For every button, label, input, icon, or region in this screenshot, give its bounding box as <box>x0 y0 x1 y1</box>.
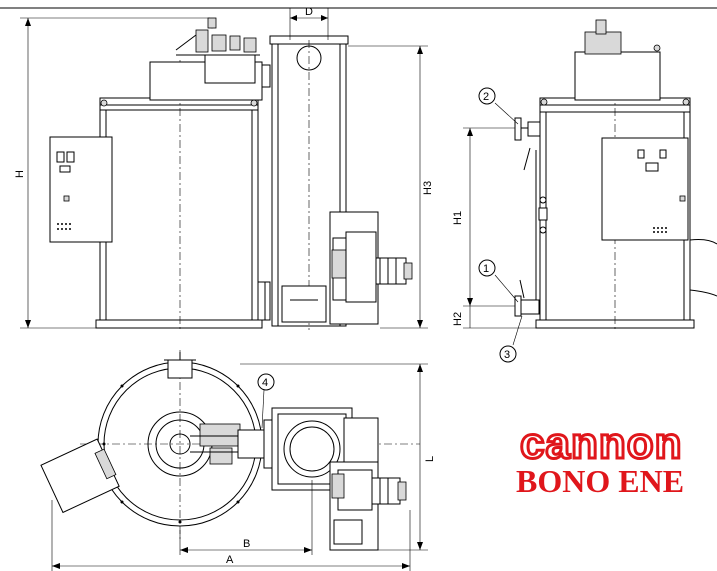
brand-subtitle: BONO ENE <box>516 463 684 499</box>
svg-text:2: 2 <box>483 91 489 103</box>
dim-h: H <box>14 170 26 178</box>
plan-view: 4 L B A <box>40 350 436 571</box>
callout-3 <box>499 345 517 363</box>
dim-h1: H1 <box>452 211 464 225</box>
dim-h2: H2 <box>452 312 464 326</box>
side-view: H1 H2 2 1 3 <box>452 19 717 363</box>
svg-text:4: 4 <box>262 377 268 389</box>
svg-text:3: 3 <box>504 349 510 361</box>
dim-l: L <box>424 456 436 462</box>
brand-logo-text: cannon <box>520 419 682 468</box>
front-view: H <box>14 6 434 330</box>
dim-d: D <box>305 6 313 18</box>
callout-1 <box>478 259 496 277</box>
svg-text:1: 1 <box>483 263 489 275</box>
dim-b: B <box>243 538 250 550</box>
dim-a: A <box>226 554 234 566</box>
callout-2 <box>478 87 496 105</box>
dim-h3: H3 <box>422 181 434 195</box>
callout-4 <box>257 373 275 391</box>
brand-logo: cannon BONO ENE <box>516 418 684 500</box>
